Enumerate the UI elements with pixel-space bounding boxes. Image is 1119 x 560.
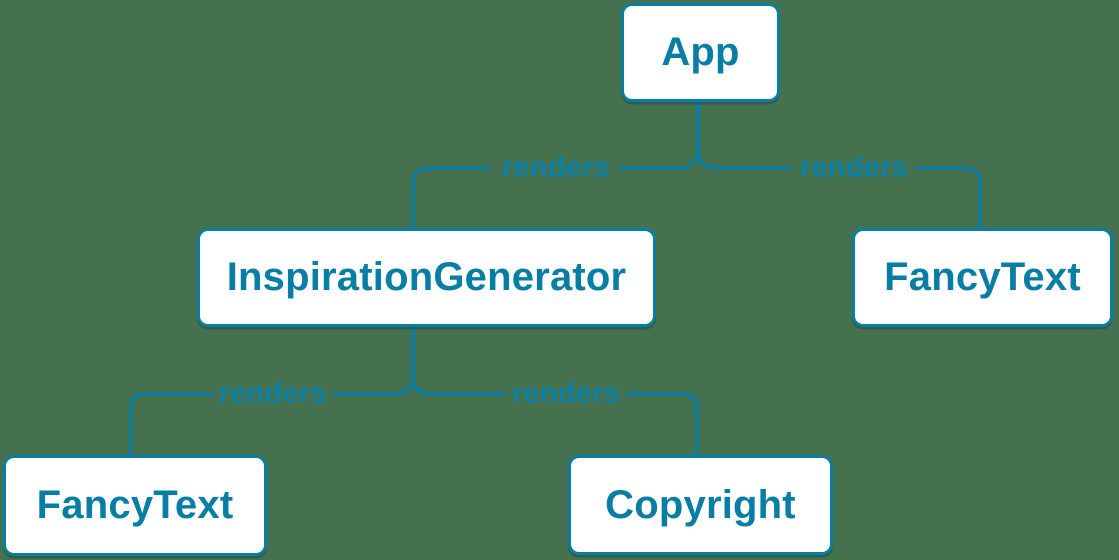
node-app-label: App <box>661 30 740 74</box>
node-fancy-text-right-label: FancyText <box>884 255 1081 299</box>
edge-label-renders-inspirationgenerator-copyright: renders <box>511 377 621 410</box>
node-copyright: Copyright <box>568 455 833 555</box>
edge-label-renders-app-fancytext: renders <box>799 151 909 184</box>
edge-label-renders-app-inspirationgenerator: renders <box>501 151 611 184</box>
edge-inspirationgenerator-to-copyright <box>411 325 699 457</box>
node-inspiration-generator-label: InspirationGenerator <box>226 255 627 299</box>
edge-app-to-fancytext <box>696 100 982 230</box>
node-fancy-text-left-label: FancyText <box>36 483 234 527</box>
node-app: App <box>621 3 780 102</box>
node-fancy-text-right: FancyText <box>852 228 1113 327</box>
node-copyright-label: Copyright <box>605 482 796 527</box>
node-inspiration-generator: InspirationGenerator <box>197 228 656 327</box>
edge-label-renders-inspirationgenerator-fancytext: renders <box>218 377 328 410</box>
node-fancy-text-left: FancyText <box>3 455 267 556</box>
